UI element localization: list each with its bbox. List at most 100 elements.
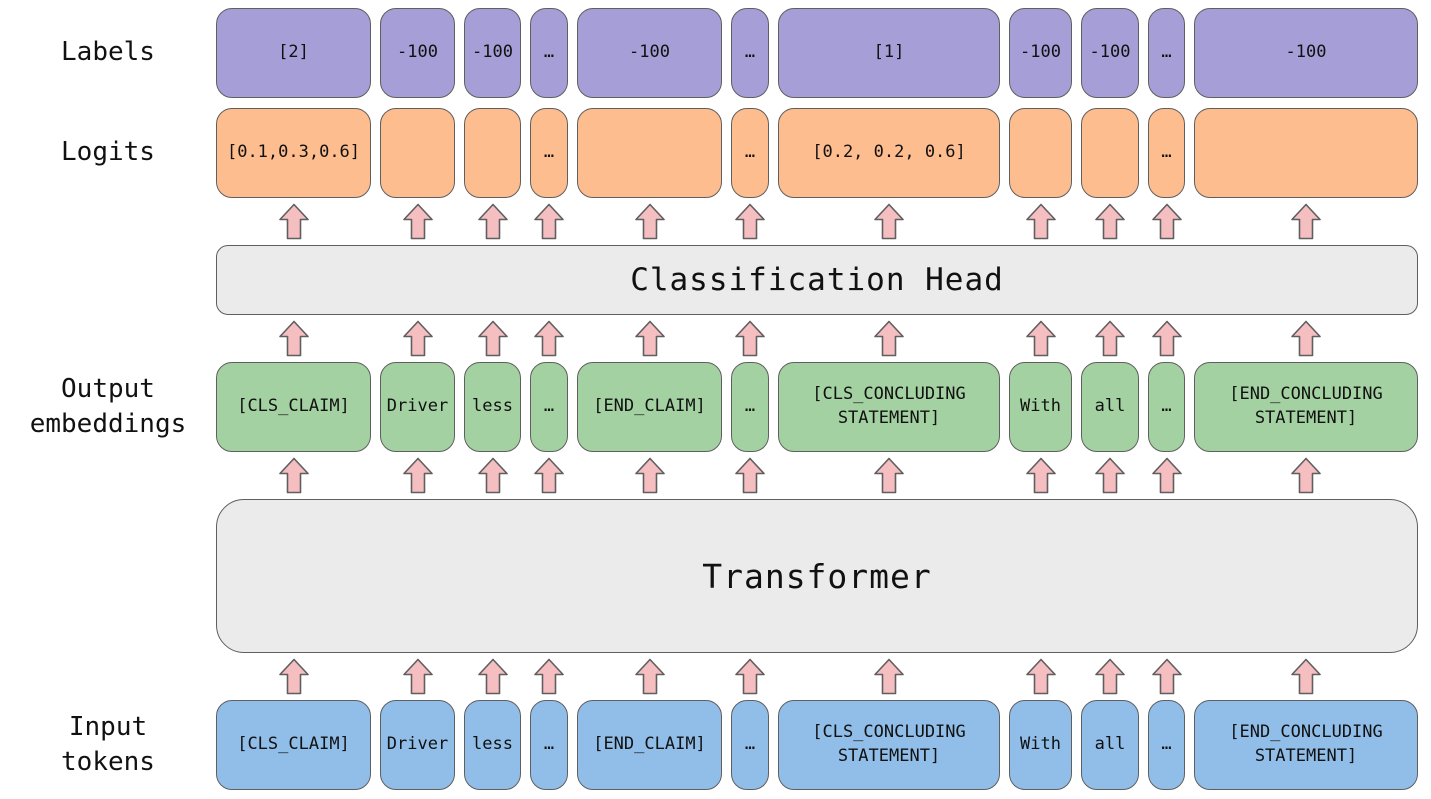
up-block-arrow-icon	[1148, 658, 1185, 695]
up-block-arrow-icon	[1194, 203, 1418, 240]
logits-cells: [0.1,0.3,0.6]……[0.2, 0.2, 0.6]…	[216, 108, 1418, 198]
up-block-arrow-icon	[1009, 320, 1072, 357]
embedding-box: With	[1009, 362, 1072, 452]
up-block-arrow-icon	[778, 320, 1000, 357]
arrow-row-embeddings	[0, 457, 1431, 494]
arrow-row-classification-head	[0, 320, 1431, 357]
up-block-arrow-icon	[1148, 457, 1185, 494]
up-block-arrow-icon	[731, 320, 769, 357]
token-box: …	[1148, 700, 1185, 790]
label-box: -100	[1009, 8, 1072, 98]
token-box: [END_CONCLUDING STATEMENT]	[1194, 700, 1418, 790]
label-box: -100	[1194, 8, 1418, 98]
token-box: With	[1009, 700, 1072, 790]
logit-box: …	[530, 108, 568, 198]
arrow-cells	[216, 457, 1418, 494]
up-block-arrow-icon	[464, 658, 521, 695]
label-box: [2]	[216, 8, 371, 98]
logit-box: [0.2, 0.2, 0.6]	[778, 108, 1000, 198]
logits-row: Logits [0.1,0.3,0.6]……[0.2, 0.2, 0.6]…	[0, 108, 1431, 198]
embedding-box: [CLS_CONCLUDING STATEMENT]	[778, 362, 1000, 452]
embedding-box: Driver	[380, 362, 455, 452]
row-label-input-tokens: Input tokens	[0, 700, 216, 790]
logit-box	[1009, 108, 1072, 198]
row-label-text: Labels	[61, 37, 155, 68]
arrow-cells	[216, 203, 1418, 240]
classification-head-row: Classification Head	[0, 245, 1431, 315]
embedding-box: …	[1148, 362, 1185, 452]
labels-cells: [2]-100-100…-100…[1]-100-100…-100	[216, 8, 1418, 98]
up-block-arrow-icon	[1148, 203, 1185, 240]
token-box: Driver	[380, 700, 455, 790]
labels-row: Labels [2]-100-100…-100…[1]-100-100…-100	[0, 8, 1431, 98]
up-block-arrow-icon	[577, 203, 722, 240]
token-box: …	[530, 700, 568, 790]
up-block-arrow-icon	[577, 658, 722, 695]
token-box: [CLS_CONCLUDING STATEMENT]	[778, 700, 1000, 790]
up-block-arrow-icon	[380, 203, 455, 240]
up-block-arrow-icon	[464, 320, 521, 357]
logit-box	[577, 108, 722, 198]
logit-box	[464, 108, 521, 198]
up-block-arrow-icon	[216, 320, 371, 357]
up-block-arrow-icon	[1081, 457, 1139, 494]
up-block-arrow-icon	[1194, 658, 1418, 695]
up-block-arrow-icon	[731, 658, 769, 695]
arrow-row-transformer	[0, 658, 1431, 695]
token-box: [CLS_CLAIM]	[216, 700, 371, 790]
embedding-box: all	[1081, 362, 1139, 452]
token-box: less	[464, 700, 521, 790]
up-block-arrow-icon	[778, 203, 1000, 240]
up-block-arrow-icon	[530, 658, 568, 695]
up-block-arrow-icon	[216, 658, 371, 695]
embedding-box: less	[464, 362, 521, 452]
embedding-box: …	[530, 362, 568, 452]
embedding-box: …	[731, 362, 769, 452]
up-block-arrow-icon	[464, 203, 521, 240]
up-block-arrow-icon	[380, 457, 455, 494]
label-box: …	[731, 8, 769, 98]
token-box: …	[731, 700, 769, 790]
row-label-labels: Labels	[0, 8, 216, 98]
label-box: …	[1148, 8, 1185, 98]
up-block-arrow-icon	[380, 320, 455, 357]
token-box: [END_CLAIM]	[577, 700, 722, 790]
up-block-arrow-icon	[778, 658, 1000, 695]
up-block-arrow-icon	[530, 320, 568, 357]
up-block-arrow-icon	[1194, 457, 1418, 494]
up-block-arrow-icon	[1081, 203, 1139, 240]
arrow-row-logits	[0, 203, 1431, 240]
transformer-row: Transformer	[0, 499, 1431, 653]
arrow-cells	[216, 320, 1418, 357]
label-box: -100	[1081, 8, 1139, 98]
logit-box: …	[1148, 108, 1185, 198]
classification-head-box: Classification Head	[216, 245, 1418, 315]
up-block-arrow-icon	[731, 203, 769, 240]
up-block-arrow-icon	[1009, 203, 1072, 240]
up-block-arrow-icon	[530, 457, 568, 494]
up-block-arrow-icon	[1081, 320, 1139, 357]
up-block-arrow-icon	[216, 203, 371, 240]
row-label-text: Input tokens	[61, 711, 155, 777]
embedding-box: [END_CLAIM]	[577, 362, 722, 452]
up-block-arrow-icon	[577, 320, 722, 357]
up-block-arrow-icon	[530, 203, 568, 240]
up-block-arrow-icon	[577, 457, 722, 494]
up-block-arrow-icon	[731, 457, 769, 494]
label-box: -100	[380, 8, 455, 98]
embedding-box: [CLS_CLAIM]	[216, 362, 371, 452]
row-label-logits: Logits	[0, 108, 216, 198]
row-label-text: Logits	[61, 137, 155, 168]
row-label-output-embeddings: Output embeddings	[0, 362, 216, 452]
row-label-text: Output embeddings	[29, 373, 187, 439]
label-box: [1]	[778, 8, 1000, 98]
transformer-box: Transformer	[216, 499, 1418, 653]
up-block-arrow-icon	[380, 658, 455, 695]
logit-box	[380, 108, 455, 198]
up-block-arrow-icon	[1081, 658, 1139, 695]
logit-box	[1194, 108, 1418, 198]
